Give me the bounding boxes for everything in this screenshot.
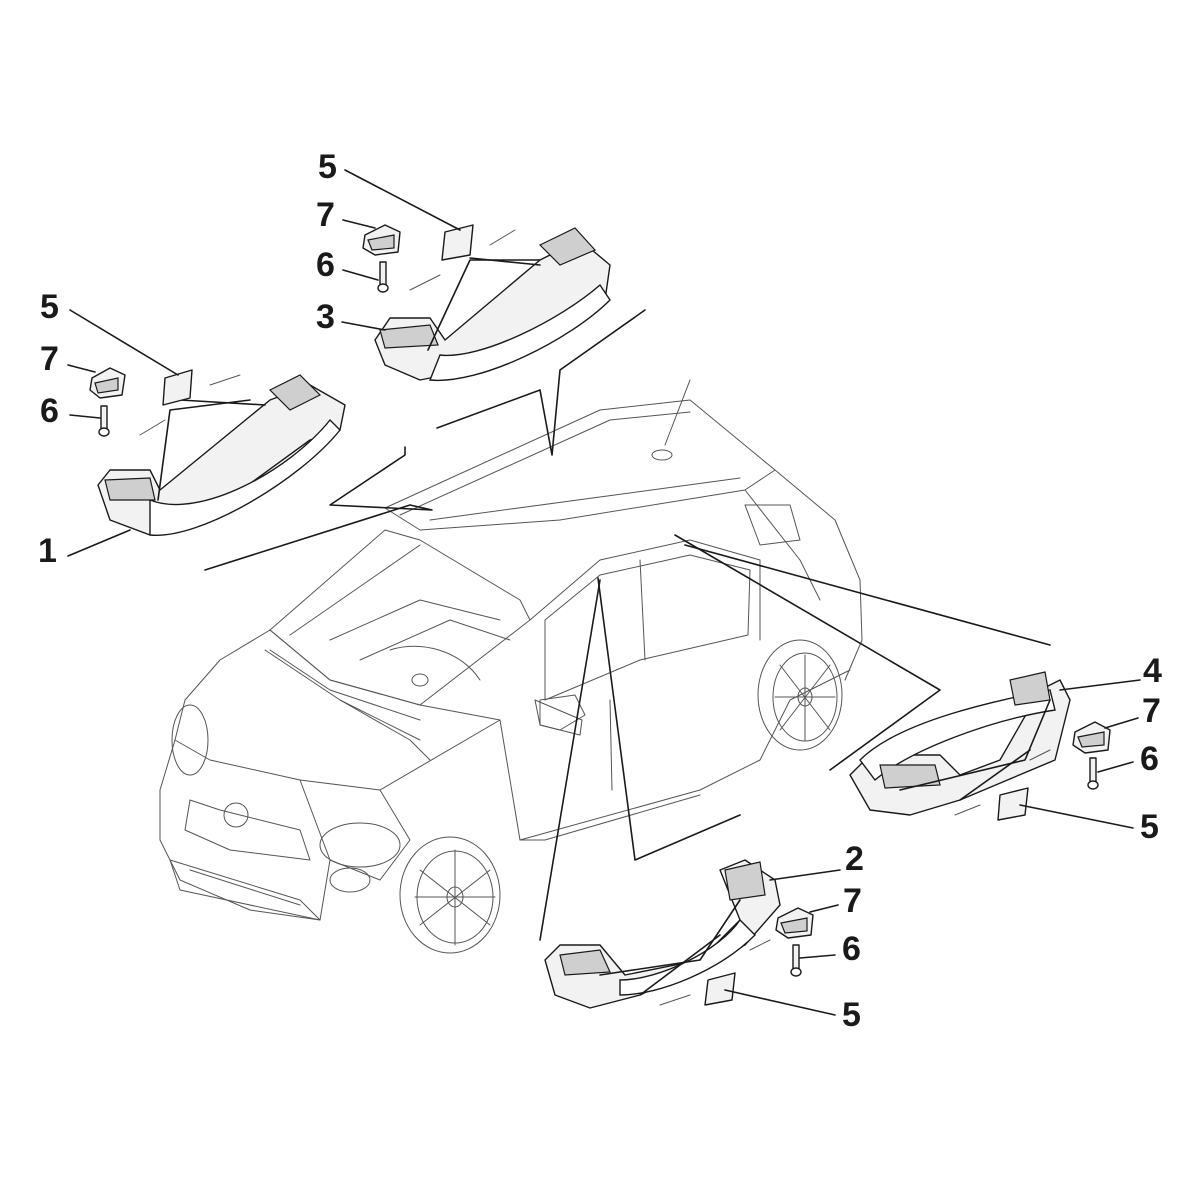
callout-2: 2 [845, 840, 864, 878]
callout-6-top: 6 [316, 246, 335, 284]
leader-lines [204, 309, 1051, 941]
grab-handle-4 [849, 671, 1071, 816]
small-parts-set-b [362, 224, 474, 293]
callout-1: 1 [38, 532, 57, 570]
callout-6-bottom: 6 [842, 930, 861, 968]
callout-leaders [67, 169, 1141, 1016]
callout-5-top: 5 [318, 148, 337, 186]
callout-5-left: 5 [40, 288, 59, 326]
callout-6-left: 6 [40, 392, 59, 430]
grab-handle-1 [97, 374, 346, 536]
callout-5-bottom: 5 [842, 996, 861, 1034]
grab-handle-3 [374, 227, 611, 382]
callout-3: 3 [316, 298, 335, 336]
small-parts-set-c [997, 721, 1111, 821]
callout-labels: 5 7 6 3 5 7 6 1 4 7 6 5 2 7 6 5 [38, 148, 1162, 1034]
callout-7-top: 7 [316, 196, 335, 234]
callout-7-right: 7 [1142, 692, 1161, 730]
callout-5-right: 5 [1140, 808, 1159, 846]
callout-4: 4 [1143, 652, 1162, 690]
callout-7-left: 7 [40, 340, 59, 378]
callout-7-bottom: 7 [843, 882, 862, 920]
grab-handle-2 [544, 859, 781, 1009]
small-parts-set-d [704, 907, 814, 1006]
callout-6-right: 6 [1140, 740, 1159, 778]
small-parts-set-a [89, 367, 193, 437]
car-illustration [159, 379, 863, 954]
